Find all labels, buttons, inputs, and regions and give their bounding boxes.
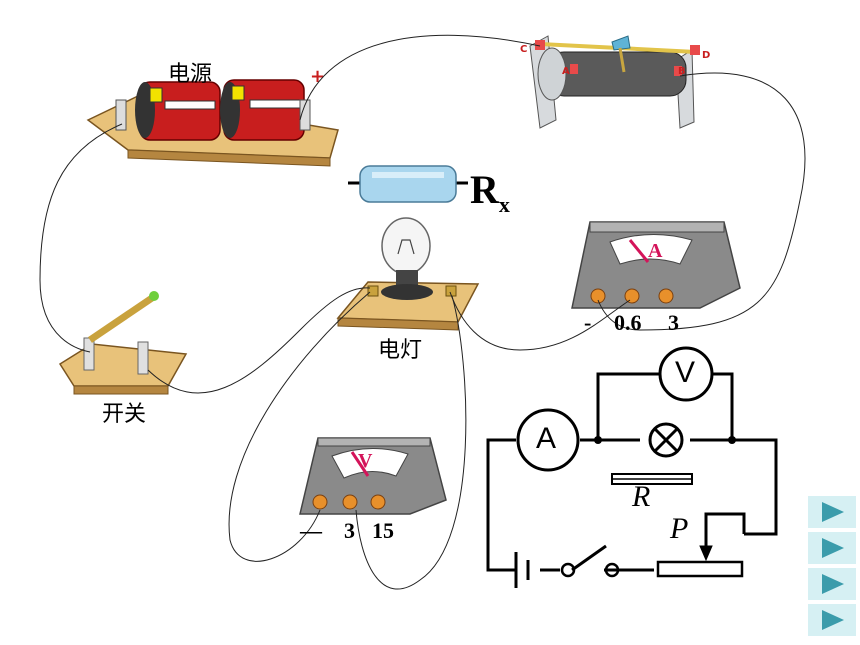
rheostat-terminal-d: D bbox=[702, 50, 711, 61]
nav-next-button-2[interactable] bbox=[808, 532, 856, 564]
lamp-label: 电灯 bbox=[378, 338, 423, 363]
svg-text:+: + bbox=[310, 66, 325, 87]
power-supply: + bbox=[86, 66, 339, 167]
ammeter-terminal-neg: - bbox=[584, 310, 592, 335]
ammeter-terminal-3: 3 bbox=[668, 310, 679, 335]
nav-next-button-1[interactable] bbox=[808, 496, 856, 528]
rheostat-terminal-c: C bbox=[520, 44, 528, 55]
connection-wires bbox=[39, 34, 806, 590]
ammeter-terminal-0.6: 0.6 bbox=[614, 310, 642, 335]
schematic-voltmeter-label: V bbox=[675, 356, 696, 389]
resistor-rx bbox=[348, 165, 468, 203]
knife-switch bbox=[58, 291, 188, 395]
play-arrow-icon bbox=[822, 610, 844, 630]
nav-next-button-3[interactable] bbox=[808, 568, 856, 600]
rheostat-terminal-b: B bbox=[678, 66, 686, 77]
voltmeter-symbol: V bbox=[358, 450, 373, 472]
voltmeter-terminal-15: 15 bbox=[372, 518, 394, 543]
ammeter-symbol: A bbox=[648, 240, 663, 262]
nav-next-button-4[interactable] bbox=[808, 604, 856, 636]
schematic-resistor-label: R bbox=[632, 480, 651, 513]
power-supply-label: 电源 bbox=[168, 62, 213, 87]
rheostat bbox=[529, 35, 700, 129]
circuit-schematic bbox=[486, 346, 778, 588]
schematic-slider-label: P bbox=[670, 512, 689, 545]
resistor-label: Rx bbox=[470, 167, 510, 217]
schematic-junctions bbox=[594, 436, 736, 444]
voltmeter bbox=[299, 437, 447, 515]
rheostat-terminal-a: A bbox=[562, 66, 570, 77]
schematic-ammeter-label: A bbox=[536, 422, 557, 455]
play-arrow-icon bbox=[822, 574, 844, 594]
voltmeter-terminal-neg: — bbox=[300, 518, 322, 543]
ammeter bbox=[571, 221, 741, 309]
switch-label: 开关 bbox=[102, 402, 147, 427]
play-arrow-icon bbox=[822, 502, 844, 522]
voltmeter-terminal-3: 3 bbox=[344, 518, 355, 543]
play-arrow-icon bbox=[822, 538, 844, 558]
lamp bbox=[336, 217, 480, 331]
